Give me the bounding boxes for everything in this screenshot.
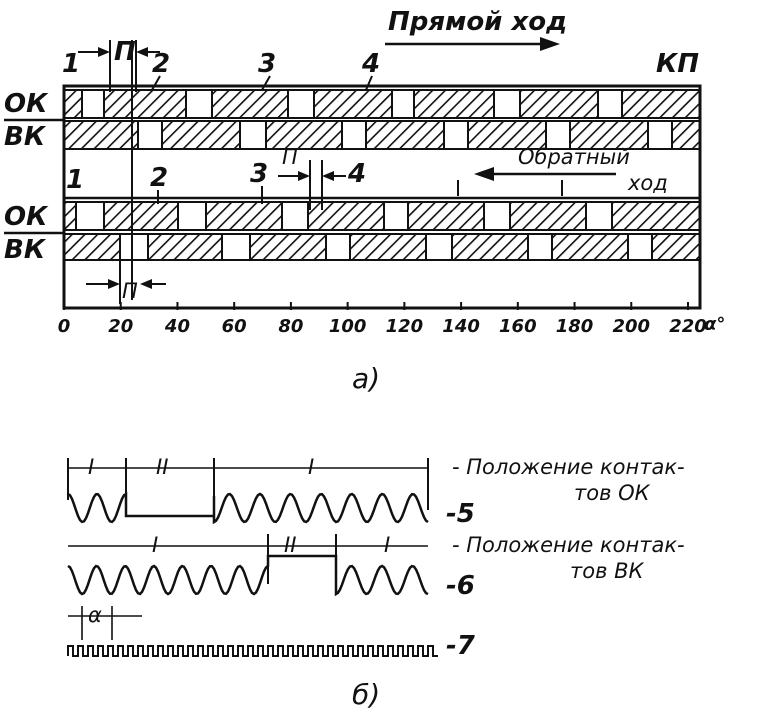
- axis-tick-label-20: 20: [108, 316, 133, 337]
- marker-4-forward: 4: [361, 49, 380, 79]
- vk-strip-forward-window-4: [545, 120, 571, 150]
- vk-strip-forward-window-0: [137, 120, 163, 150]
- axis-tick-label-140: 140: [442, 316, 480, 337]
- ok-position-label-2: тов ОК: [574, 481, 651, 505]
- axis-unit: α°: [704, 314, 725, 335]
- vk-strip-reverse-window-3: [425, 233, 453, 261]
- axis-tick-label-120: 120: [386, 316, 424, 337]
- marker-1-forward: 1: [62, 49, 80, 79]
- vk-strip-reverse: [63, 233, 701, 261]
- panel-b-caption: б): [352, 678, 380, 711]
- axis-tick-label-200: 200: [612, 316, 650, 337]
- axis-tick-label-220: 220: [669, 316, 707, 337]
- vk-strip-forward-window-1: [239, 120, 267, 150]
- vk-strip-forward-window-3: [443, 120, 469, 150]
- ok-strip-reverse-window-1: [177, 201, 207, 231]
- panel-a-caption: а): [352, 362, 380, 395]
- axis-tick-label-0: 0: [58, 316, 71, 337]
- gap-arrowhead-right-bottom: [140, 279, 152, 289]
- vk-strip-reverse-window-4: [527, 233, 553, 261]
- ok-phase-2-label: II: [156, 455, 168, 479]
- axis-tick-label-180: 180: [556, 316, 594, 337]
- gap-arrowhead-right-forward: [136, 47, 148, 57]
- marker-4-reverse: 4: [347, 159, 366, 189]
- trace-5-label: -5: [446, 499, 475, 529]
- vk-strip-forward-window-5: [647, 120, 673, 150]
- gap-arrowhead-right-reverse: [322, 171, 334, 181]
- vk-contact-trace: [67, 554, 429, 597]
- marker-2-leader: [151, 75, 161, 91]
- gap-arrowhead-left-forward: [98, 47, 110, 57]
- axis-tick-label-40: 40: [164, 316, 190, 337]
- axis-tick-label-160: 160: [499, 316, 537, 337]
- axis-tick-label-80: 80: [278, 316, 303, 337]
- ok-label-forward: ОК: [4, 89, 49, 119]
- marker-3-forward: 3: [258, 49, 276, 79]
- axis-tick-label-60: 60: [222, 316, 247, 337]
- ok-phase-1-label: I: [88, 455, 94, 479]
- pulse-trace: [67, 645, 438, 657]
- vk-strip-reverse-window-5: [627, 233, 653, 261]
- ok-strip-forward-window-5: [597, 89, 623, 119]
- vk-strip-reverse-window-2: [325, 233, 351, 261]
- kp-label: КП: [656, 49, 699, 79]
- marker-2-forward: 2: [152, 49, 170, 79]
- ok-strip-reverse-window-2: [281, 201, 309, 231]
- reverse-arrowhead: [474, 167, 494, 181]
- ok-strip-forward-window-2: [287, 89, 315, 119]
- gap-arrowhead-left-bottom: [108, 279, 120, 289]
- ok-strip-reverse-window-0: [75, 201, 105, 231]
- vk-position-label-2: тов ВК: [570, 559, 645, 583]
- vk-label-reverse: ВК: [4, 235, 47, 265]
- vk-strip-reverse-window-0: [119, 233, 149, 261]
- ok-strip-reverse-window-3: [383, 201, 409, 231]
- axis-tick-label-100: 100: [329, 316, 367, 337]
- trace-7-label: -7: [446, 631, 476, 661]
- forward-direction-label: Прямой ход: [388, 7, 567, 37]
- forward-arrowhead: [540, 37, 560, 51]
- ok-strip-reverse: [63, 201, 701, 231]
- vk-phase-3-label: I: [384, 533, 390, 557]
- ok-strip-forward: [63, 89, 701, 119]
- reverse-direction-label: Обратный: [518, 145, 630, 169]
- vk-strip-forward: [63, 120, 701, 150]
- vk-strip-reverse-window-1: [221, 233, 251, 261]
- ok-strip-reverse-window-5: [585, 201, 613, 231]
- marker-1-reverse: 1: [66, 165, 84, 195]
- ok-strip-forward-hatch: [63, 89, 701, 119]
- alpha-label: α: [88, 603, 102, 627]
- angle-axis: 0 20 40 60 80 100 120 140 160 180 200 220: [58, 302, 707, 337]
- vk-strip-reverse-hatch: [63, 233, 701, 261]
- ok-strip-forward-window-4: [493, 89, 521, 119]
- ok-strip-forward-window-3: [391, 89, 415, 119]
- ok-strip-forward-window-0: [81, 89, 105, 119]
- gap-label-bottom: П: [122, 279, 138, 303]
- vk-position-label-1: - Положение контак-: [452, 533, 685, 557]
- marker-3-reverse: 3: [250, 159, 268, 189]
- gap-label-forward: П: [114, 37, 136, 67]
- ok-contact-trace: [67, 491, 429, 525]
- panel-b: I II I - Положение контак- тов ОК -5 I I…: [67, 455, 685, 711]
- vk-strip-forward-hatch: [63, 120, 701, 150]
- trace-6-label: -6: [446, 571, 475, 601]
- vk-label-forward: ВК: [4, 122, 47, 152]
- ok-label-reverse: ОК: [4, 202, 49, 232]
- gap-arrowhead-left-reverse: [298, 171, 310, 181]
- marker-2-reverse: 2: [150, 163, 168, 193]
- vk-phase-1-label: I: [152, 533, 158, 557]
- vk-strip-forward-window-2: [341, 120, 367, 150]
- vk-phase-2-label: II: [284, 533, 296, 557]
- gap-label-reverse: П: [282, 145, 298, 169]
- ok-strip-reverse-window-4: [483, 201, 511, 231]
- marker-3-leader: [261, 75, 271, 91]
- marker-4-leader: [365, 75, 373, 91]
- ok-strip-forward-window-1: [185, 89, 213, 119]
- panel-a: ОК ВК ОК ВК Прямой ход КП 1 2 3 4 П 1 2 …: [4, 7, 725, 395]
- reverse-direction-label-2: ход: [627, 171, 668, 195]
- band-bottom-blank: [65, 262, 699, 306]
- ok-phase-3-label: I: [308, 455, 314, 479]
- ok-position-label-1: - Положение контак-: [452, 455, 685, 479]
